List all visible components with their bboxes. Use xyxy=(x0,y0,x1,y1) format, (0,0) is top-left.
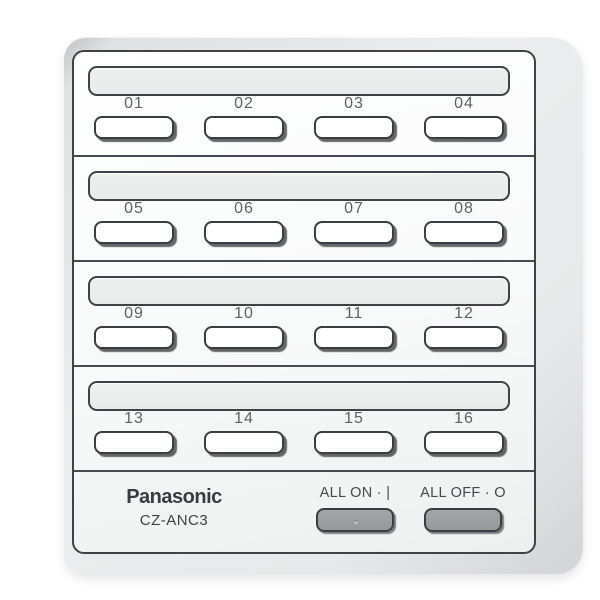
key-row-3: 09 10 11 12 xyxy=(88,305,510,349)
all-on-button[interactable] xyxy=(316,508,394,532)
label-window-4 xyxy=(88,381,510,411)
all-on-group: ALL ON · | xyxy=(300,485,410,532)
key-label-06: 06 xyxy=(234,200,254,217)
front-panel: 01 02 03 04 xyxy=(72,50,536,554)
key-label-09: 09 xyxy=(124,305,144,322)
key-label-11: 11 xyxy=(344,305,364,322)
key-button-15[interactable] xyxy=(314,431,394,454)
label-window-2 xyxy=(88,171,510,201)
key-button-01[interactable] xyxy=(94,116,174,139)
key-label-05: 05 xyxy=(124,200,144,217)
key-label-10: 10 xyxy=(234,305,254,322)
brand-block: Panasonic CZ-ANC3 xyxy=(106,487,242,528)
brand-logo: Panasonic xyxy=(126,486,222,508)
key-cell: 09 xyxy=(88,305,180,349)
key-cell: 03 xyxy=(308,95,400,139)
key-label-16: 16 xyxy=(454,410,474,427)
key-button-03[interactable] xyxy=(314,116,394,139)
key-cell: 15 xyxy=(308,410,400,454)
key-button-02[interactable] xyxy=(204,116,284,139)
key-label-12: 12 xyxy=(454,305,474,322)
key-button-11[interactable] xyxy=(314,326,394,349)
key-button-04[interactable] xyxy=(424,116,504,139)
key-cell: 11 xyxy=(308,305,400,349)
key-cell: 10 xyxy=(198,305,290,349)
key-label-13: 13 xyxy=(124,410,144,427)
key-button-06[interactable] xyxy=(204,221,284,244)
bottom-section: Panasonic CZ-ANC3 ALL ON · | ALL OFF · O xyxy=(74,470,534,552)
key-cell: 05 xyxy=(88,200,180,244)
key-group-2: 05 06 07 08 xyxy=(74,155,534,260)
key-button-07[interactable] xyxy=(314,221,394,244)
key-label-01: 01 xyxy=(124,95,144,112)
key-label-03: 03 xyxy=(344,95,364,112)
key-row-1: 01 02 03 04 xyxy=(88,95,510,139)
key-cell: 14 xyxy=(198,410,290,454)
key-button-08[interactable] xyxy=(424,221,504,244)
key-button-12[interactable] xyxy=(424,326,504,349)
key-label-15: 15 xyxy=(344,410,364,427)
label-window-1 xyxy=(88,66,510,96)
all-off-label: ALL OFF · O xyxy=(420,485,506,501)
key-label-14: 14 xyxy=(234,410,254,427)
key-button-05[interactable] xyxy=(94,221,174,244)
key-label-08: 08 xyxy=(454,200,474,217)
key-cell: 08 xyxy=(418,200,510,244)
all-on-label: ALL ON · | xyxy=(319,485,391,501)
key-cell: 13 xyxy=(88,410,180,454)
key-label-04: 04 xyxy=(454,95,474,112)
key-button-13[interactable] xyxy=(94,431,174,454)
key-button-09[interactable] xyxy=(94,326,174,349)
key-button-16[interactable] xyxy=(424,431,504,454)
all-off-button[interactable] xyxy=(424,508,502,532)
key-row-2: 05 06 07 08 xyxy=(88,200,510,244)
label-window-3 xyxy=(88,276,510,306)
key-cell: 12 xyxy=(418,305,510,349)
key-cell: 06 xyxy=(198,200,290,244)
all-on-button-dot xyxy=(354,520,358,524)
key-button-10[interactable] xyxy=(204,326,284,349)
key-group-3: 09 10 11 12 xyxy=(74,260,534,365)
key-cell: 07 xyxy=(308,200,400,244)
key-label-02: 02 xyxy=(234,95,254,112)
key-row-4: 13 14 15 16 xyxy=(88,410,510,454)
key-cell: 02 xyxy=(198,95,290,139)
controller-body: 01 02 03 04 xyxy=(64,37,583,574)
key-cell: 04 xyxy=(418,95,510,139)
all-off-group: ALL OFF · O xyxy=(408,485,518,532)
key-group-4: 13 14 15 16 xyxy=(74,365,534,470)
key-group-1: 01 02 03 04 xyxy=(74,52,534,155)
model-number: CZ-ANC3 xyxy=(139,512,209,529)
key-cell: 01 xyxy=(88,95,180,139)
key-button-14[interactable] xyxy=(204,431,284,454)
key-label-07: 07 xyxy=(344,200,364,217)
key-cell: 16 xyxy=(418,410,510,454)
